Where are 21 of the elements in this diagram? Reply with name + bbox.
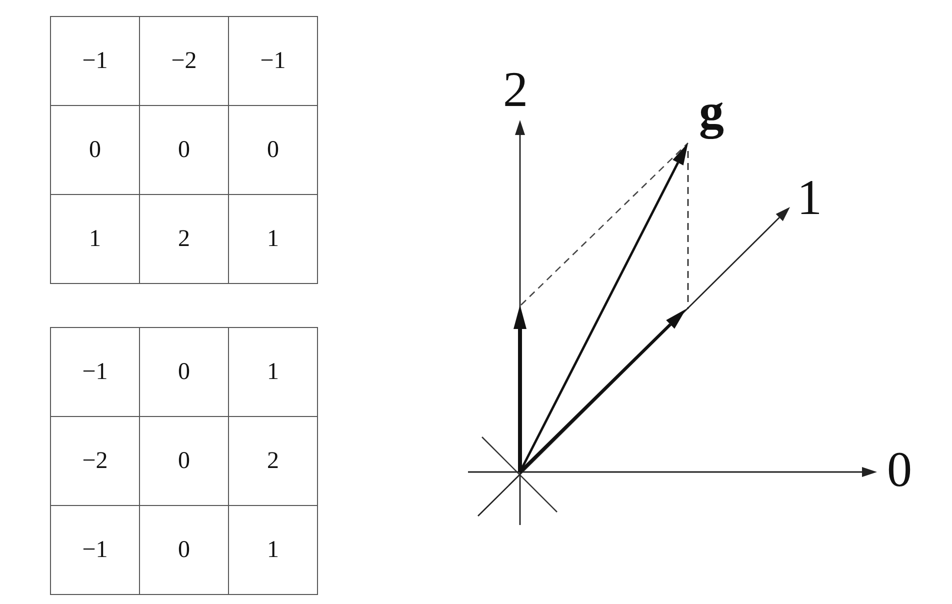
kernel-cell: 1 — [229, 195, 318, 284]
kernel-cell: 0 — [229, 106, 318, 195]
kernel-cell: −1 — [229, 17, 318, 106]
kernel-cell: 0 — [140, 506, 229, 595]
axis-label: 1 — [797, 172, 822, 222]
kernel-cell: 2 — [140, 195, 229, 284]
kernel-cell: 0 — [51, 106, 140, 195]
axis-label: 2 — [503, 64, 528, 114]
kernel-cell: 1 — [51, 195, 140, 284]
kernel-cell: 2 — [229, 417, 318, 506]
kernel-cell: −1 — [51, 328, 140, 417]
kernel-cell: 1 — [229, 506, 318, 595]
axis-label: 0 — [887, 444, 912, 494]
kernel-cell: −2 — [140, 17, 229, 106]
kernel-cell: 0 — [140, 106, 229, 195]
kernel-cell: −1 — [51, 17, 140, 106]
kernel-cell: 1 — [229, 328, 318, 417]
kernel-cell: 0 — [140, 328, 229, 417]
kernel-cell: 0 — [140, 417, 229, 506]
kernel-cell: −1 — [51, 506, 140, 595]
kernel-cell: −2 — [51, 417, 140, 506]
